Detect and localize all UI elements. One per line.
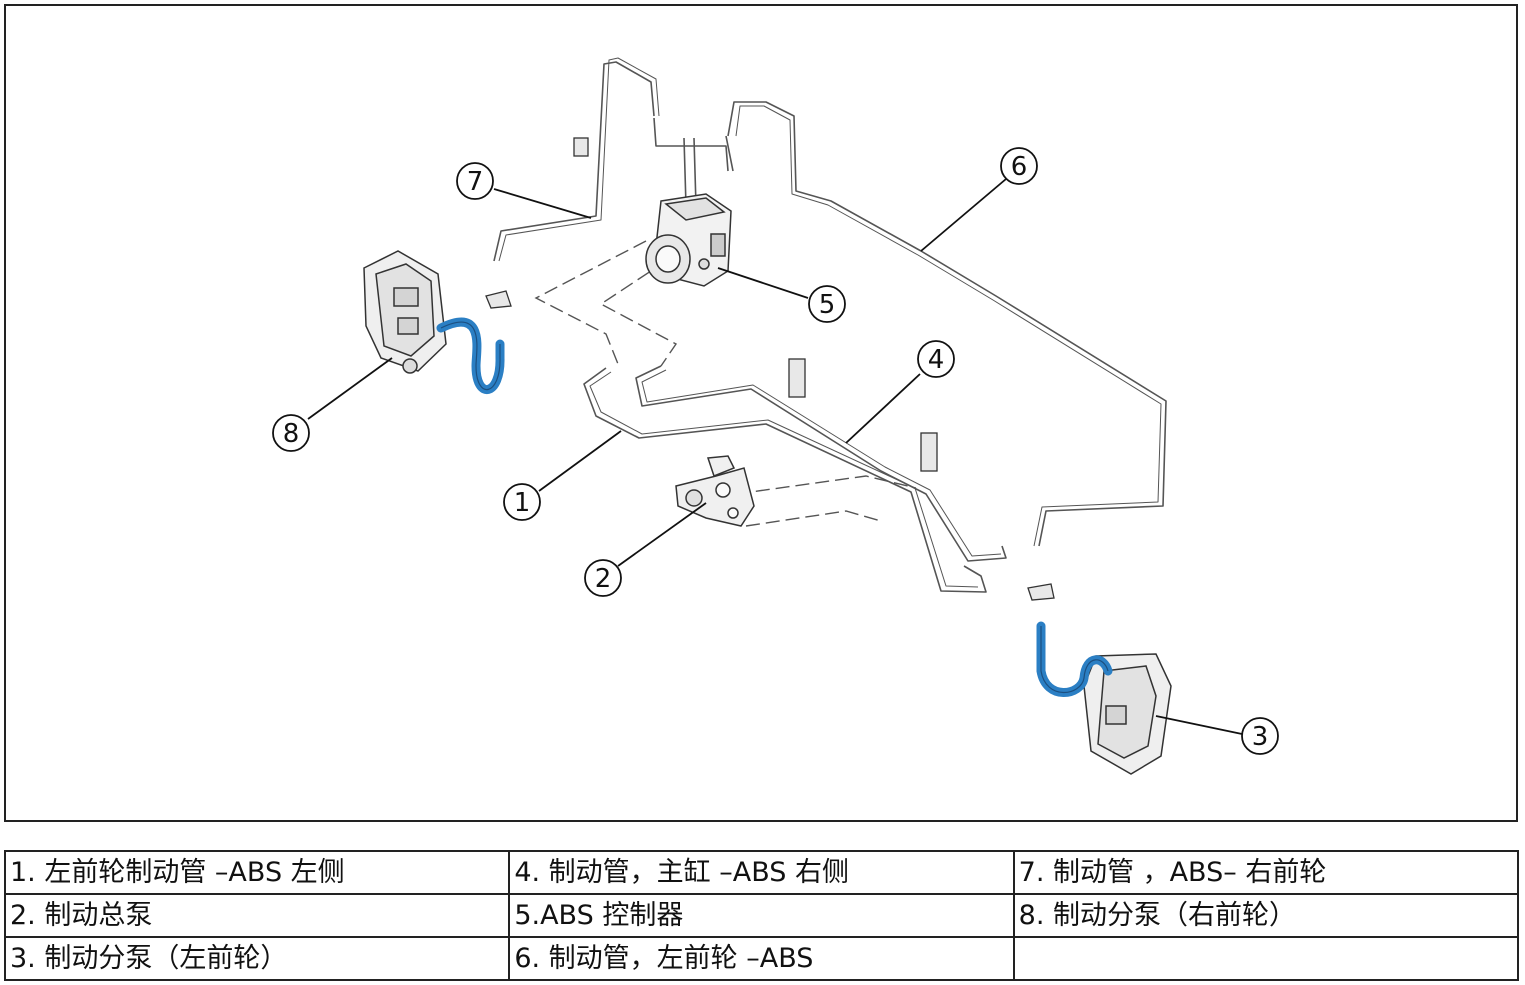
callout-5-circle — [808, 285, 846, 323]
right-caliper — [1083, 653, 1172, 775]
callout-3-circle — [1241, 717, 1279, 755]
callout-2-label: 2 — [595, 564, 612, 594]
brake-line-6 — [727, 101, 1167, 547]
legend-table: 1. 左前轮制动管 –ABS 左侧 4. 制动管，主缸 –ABS 右侧 7. 制… — [3, 850, 1520, 981]
bracket-left — [485, 290, 512, 309]
callout-6-circle — [1000, 147, 1038, 185]
legend-cell: 2. 制动总泵 — [3, 893, 511, 938]
left-caliper — [363, 250, 447, 374]
legend-cell: 4. 制动管，主缸 –ABS 右侧 — [508, 850, 1015, 895]
callout-8-circle — [272, 414, 310, 452]
abs-controller — [645, 193, 732, 287]
callout-4-circle — [917, 340, 955, 378]
legend-cell: 3. 制动分泵（左前轮） — [3, 936, 511, 981]
legend-row: 3. 制动分泵（左前轮） 6. 制动管，左前轮 –ABS — [3, 936, 1520, 981]
callout-6-label: 6 — [1011, 152, 1028, 182]
legend-row: 1. 左前轮制动管 –ABS 左侧 4. 制动管，主缸 –ABS 右侧 7. 制… — [3, 850, 1520, 895]
callout-8-label: 8 — [283, 419, 300, 449]
legend-cell: 5.ABS 控制器 — [508, 893, 1015, 938]
callout-1-label: 1 — [514, 488, 531, 518]
brake-system-diagram: 1 2 3 4 5 6 7 8 — [272, 57, 1279, 775]
legend-row: 2. 制动总泵 5.ABS 控制器 8. 制动分泵（右前轮） — [3, 893, 1520, 938]
clip-1 — [788, 358, 806, 398]
callout-7-label: 7 — [467, 167, 484, 197]
callout-7-circle — [456, 162, 494, 200]
legend-cell — [1012, 936, 1520, 981]
legend-cell: 8. 制动分泵（右前轮） — [1012, 893, 1520, 938]
callout-3-label: 3 — [1252, 722, 1269, 752]
left-hose — [436, 317, 505, 394]
callout-1-circle — [503, 483, 541, 521]
callout-4-label: 4 — [928, 345, 945, 375]
callout-5-label: 5 — [819, 290, 836, 320]
legend-cell: 7. 制动管 ，ABS– 右前轮 — [1012, 850, 1520, 895]
brake-line-1 — [583, 367, 987, 593]
bracket-right — [1027, 583, 1055, 601]
callout-2-circle — [584, 559, 622, 597]
diagram-figure: 1 2 3 4 5 6 7 8 — [4, 4, 1518, 822]
legend-cell: 6. 制动管，左前轮 –ABS — [508, 936, 1015, 981]
brake-line-4 — [635, 365, 1007, 562]
brake-line-7 — [493, 61, 655, 262]
clip-3 — [573, 137, 589, 157]
clip-2 — [920, 432, 938, 472]
legend-cell: 1. 左前轮制动管 –ABS 左侧 — [3, 850, 511, 895]
